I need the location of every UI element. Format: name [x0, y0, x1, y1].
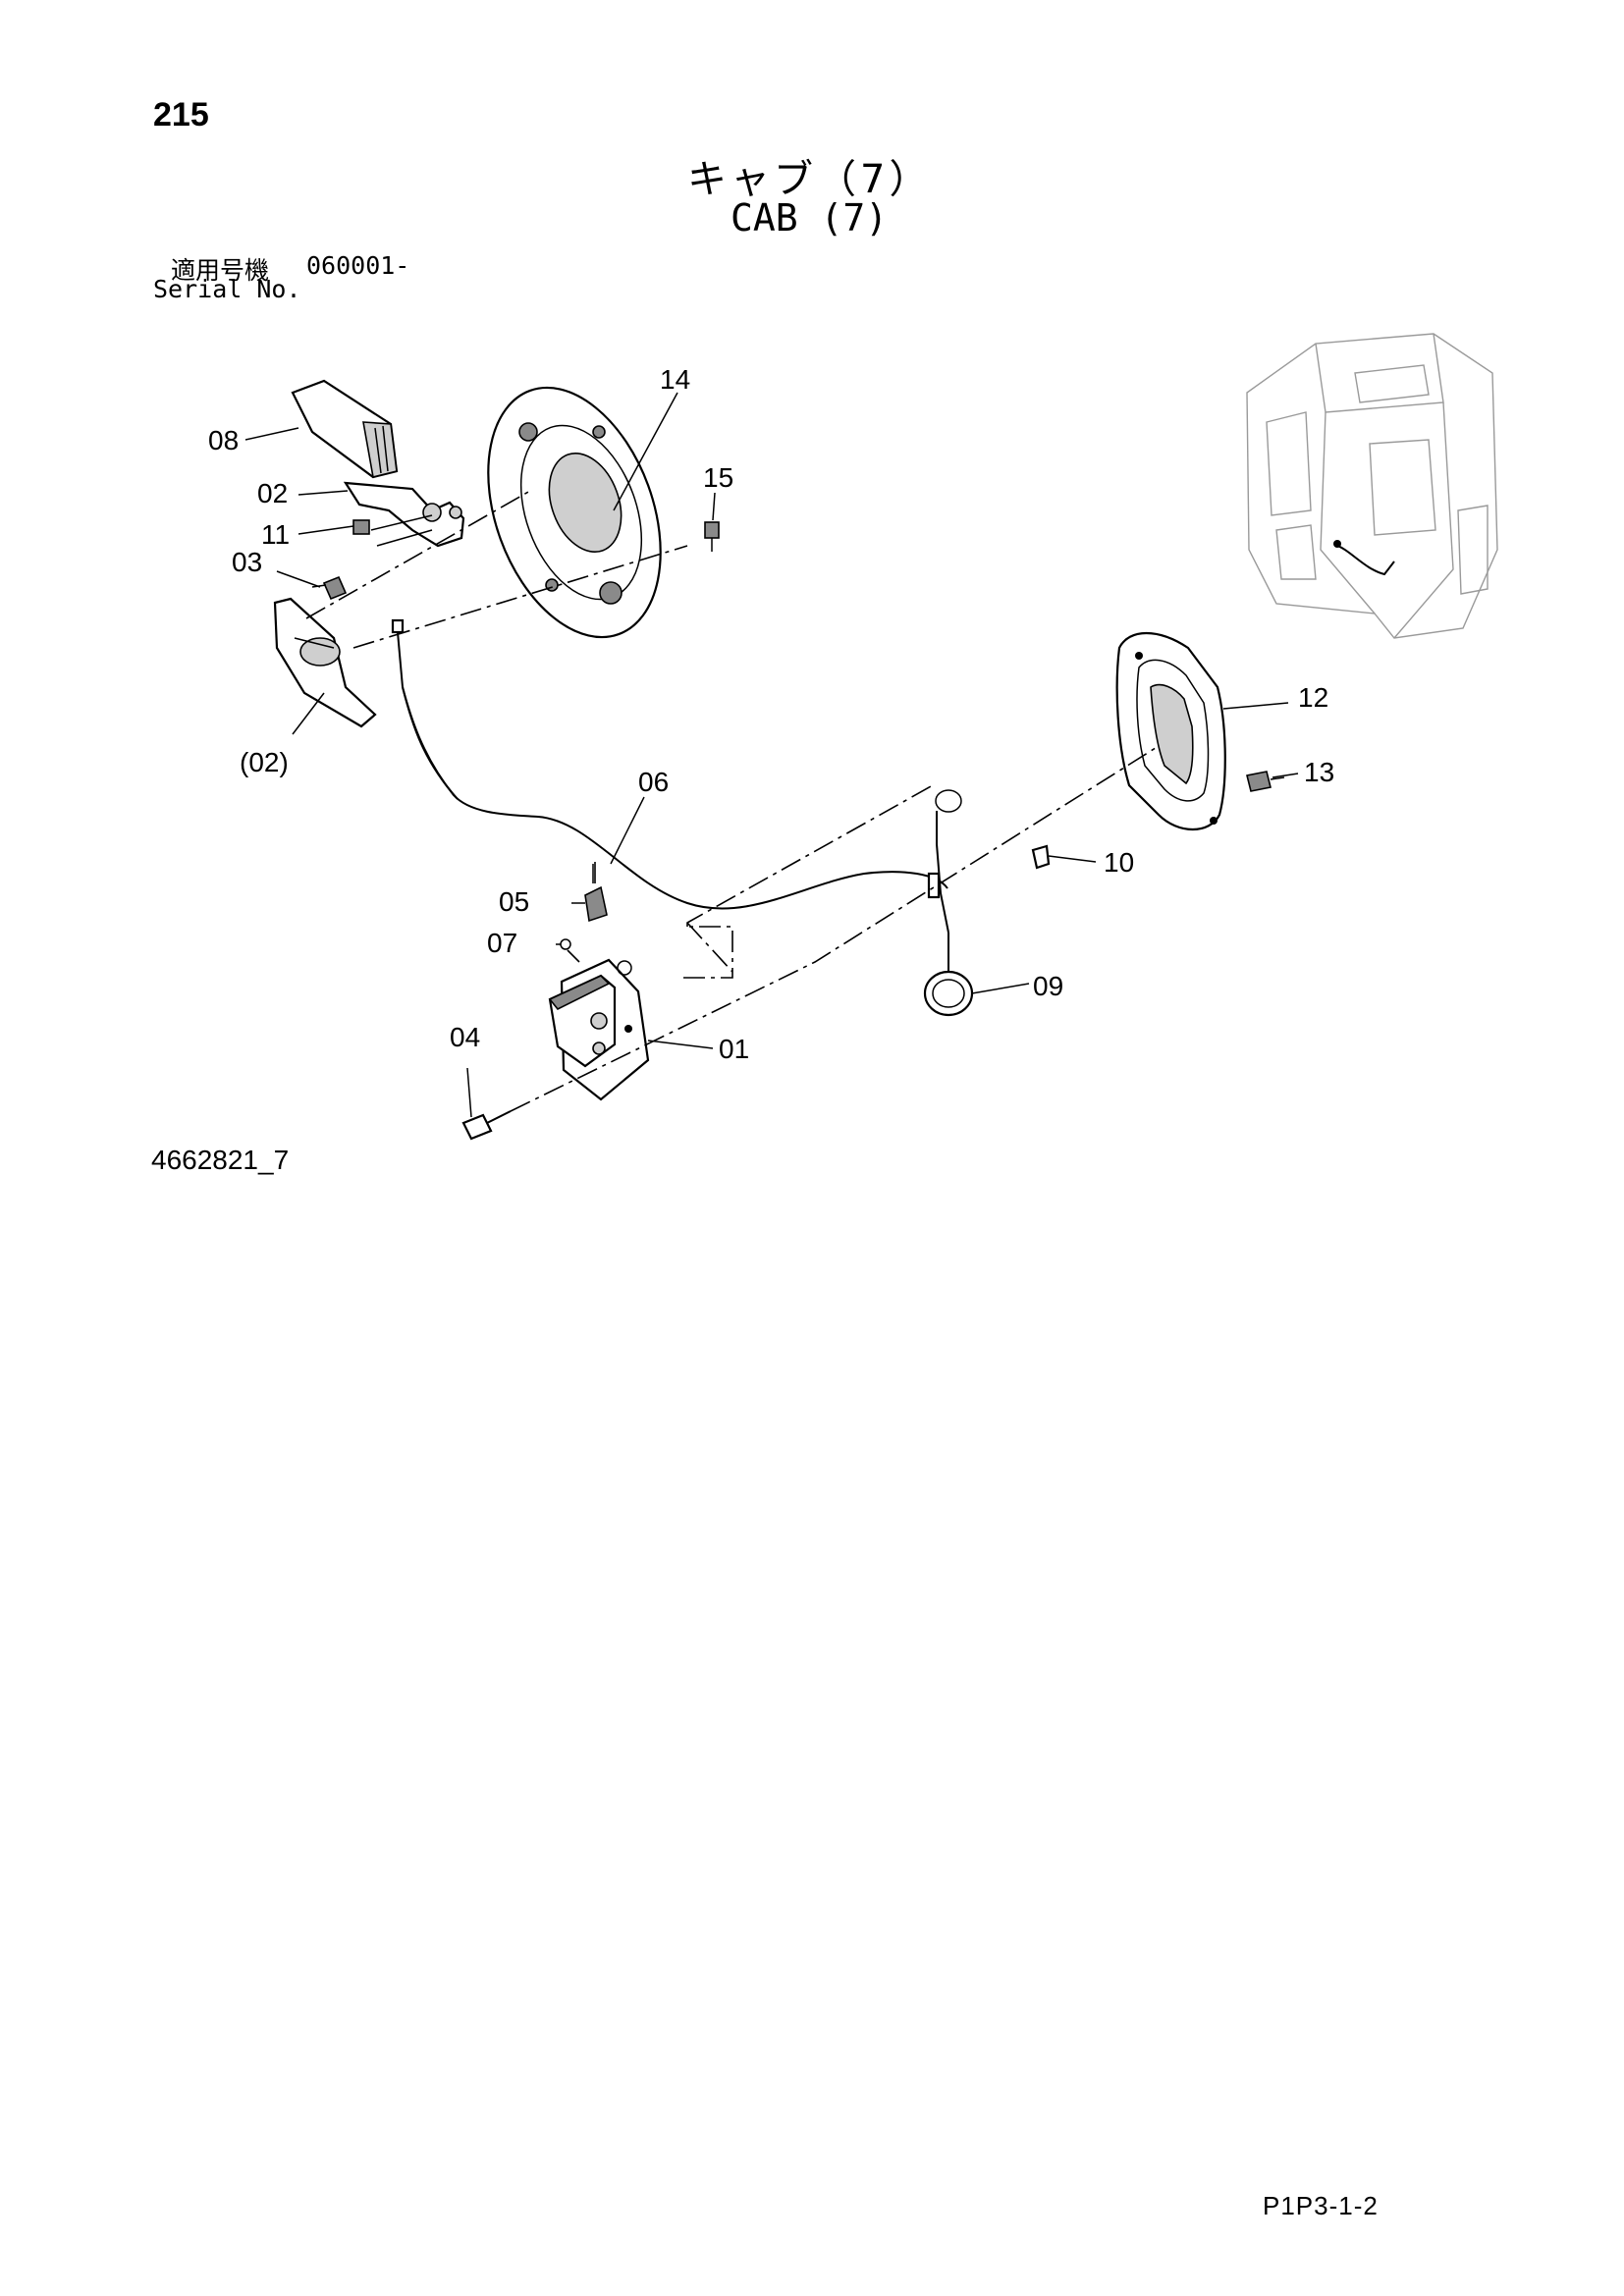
- title-japanese: キャブ（7）: [687, 157, 933, 202]
- callout-11: 11: [261, 519, 290, 550]
- callout-09: 09: [1033, 971, 1063, 1001]
- page-number: 215: [153, 96, 209, 133]
- part-13-screw: [1246, 771, 1285, 792]
- callout-14: 14: [660, 364, 690, 395]
- part-02-lever-plate: [273, 597, 377, 728]
- title-english: CAB (7): [731, 196, 889, 240]
- callout-labels: 14 15 08 02 11 03 (02) 12 13 06 10 05 07…: [208, 364, 1334, 1064]
- serial-label-english: Serial No.: [153, 275, 301, 303]
- callout-01: 01: [719, 1034, 749, 1064]
- part-08-handle-grip: [291, 379, 399, 479]
- leader-lines: [244, 392, 1299, 1118]
- callout-13: 13: [1304, 757, 1334, 787]
- callout-15: 15: [703, 462, 733, 493]
- callout-03: 03: [232, 547, 262, 577]
- serial-value: 060001-: [306, 251, 410, 280]
- cab-location-view: [1246, 333, 1498, 639]
- part-07-pin: [560, 938, 571, 950]
- callout-02-lower: (02): [240, 747, 289, 777]
- part-06-release-cable: [391, 618, 948, 910]
- callout-06: 06: [638, 767, 669, 797]
- callout-07: 07: [487, 928, 517, 958]
- callout-08: 08: [208, 425, 239, 455]
- callout-12: 12: [1298, 682, 1328, 713]
- callout-10: 10: [1104, 847, 1134, 878]
- page-code: P1P3-1-2: [1263, 2191, 1379, 2220]
- part-02-lever-bracket: [343, 481, 465, 548]
- part-04-bolt: [461, 1110, 512, 1141]
- part-01-door-lock: [548, 958, 650, 1101]
- drawing-number: 4662821_7: [151, 1145, 290, 1175]
- callout-05: 05: [499, 886, 529, 917]
- part-11-nut: [352, 519, 370, 535]
- part-12-outer-cup: [1115, 631, 1226, 831]
- part-15-screw: [704, 521, 720, 552]
- callout-04: 04: [450, 1022, 480, 1052]
- callout-02: 02: [257, 478, 288, 508]
- part-14-inner-plate: [487, 386, 662, 639]
- part-09-pull-ring: [923, 789, 974, 1017]
- part-10-clip: [1031, 844, 1051, 870]
- assembly-lines: [305, 490, 1160, 1112]
- serial-label-japanese: 適用号機: [171, 256, 270, 285]
- part-03-bolt: [311, 575, 348, 601]
- part-05-cable-clamp: [584, 864, 608, 923]
